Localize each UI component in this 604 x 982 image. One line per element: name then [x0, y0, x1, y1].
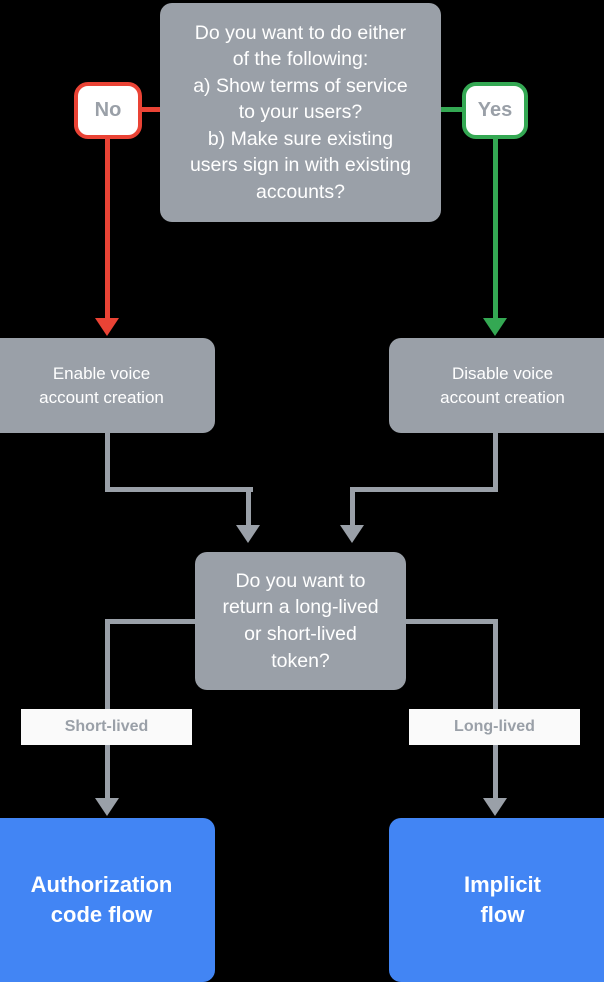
connector-yes-to-disable-line — [493, 139, 498, 320]
process-node-disable-voice-account-creation[interactable]: Disable voice account creation — [389, 338, 604, 433]
terminal-node-implicit-flow[interactable]: Implicit flow — [389, 818, 604, 982]
branch-badge-no[interactable]: No — [74, 82, 142, 139]
connector-short-across — [105, 619, 200, 624]
decision-node-token-lifetime[interactable]: Do you want to return a long-lived or sh… — [195, 552, 406, 690]
edge-label-long-lived-text: Long-lived — [454, 718, 535, 735]
edge-label-long-lived: Long-lived — [409, 709, 580, 745]
connector-yes-to-disable-arrowhead — [483, 318, 507, 336]
terminal-node-implicit-label: Implicit flow — [463, 872, 541, 927]
connector-disable-down — [493, 433, 498, 490]
process-node-disable-label: Disable voice account creation — [440, 364, 565, 407]
connector-decision-to-yes — [440, 107, 463, 112]
terminal-node-authorization-code-flow[interactable]: Authorization code flow — [0, 818, 215, 982]
connector-no-to-enable-line — [105, 139, 110, 320]
process-node-enable-label: Enable voice account creation — [39, 364, 164, 407]
connector-disable-arrowhead — [340, 525, 364, 543]
connector-no-to-enable-arrowhead — [95, 318, 119, 336]
connector-enable-drop — [246, 487, 251, 527]
connector-enable-across — [105, 487, 253, 492]
terminal-node-authorization-label: Authorization code flow — [30, 872, 173, 927]
connector-disable-drop — [350, 487, 355, 527]
connector-short-arrowhead — [95, 798, 119, 816]
edge-label-short-lived: Short-lived — [21, 709, 192, 745]
edge-label-short-lived-text: Short-lived — [64, 718, 149, 735]
process-node-enable-voice-account-creation[interactable]: Enable voice account creation — [0, 338, 215, 433]
connector-long-across — [401, 619, 498, 624]
connector-enable-down — [105, 433, 110, 490]
branch-badge-yes[interactable]: Yes — [462, 82, 528, 139]
connector-enable-arrowhead — [236, 525, 260, 543]
connector-disable-across — [350, 487, 498, 492]
decision-node-terms-and-existing-accounts[interactable]: Do you want to do either of the followin… — [160, 3, 441, 222]
connector-long-arrowhead — [483, 798, 507, 816]
decision-node-terms-label: Do you want to do either of the followin… — [189, 21, 412, 203]
branch-badge-no-label: No — [94, 99, 122, 121]
decision-node-token-label: Do you want to return a long-lived or sh… — [222, 569, 379, 672]
branch-badge-yes-label: Yes — [477, 99, 513, 121]
connector-decision-to-no — [142, 107, 162, 112]
